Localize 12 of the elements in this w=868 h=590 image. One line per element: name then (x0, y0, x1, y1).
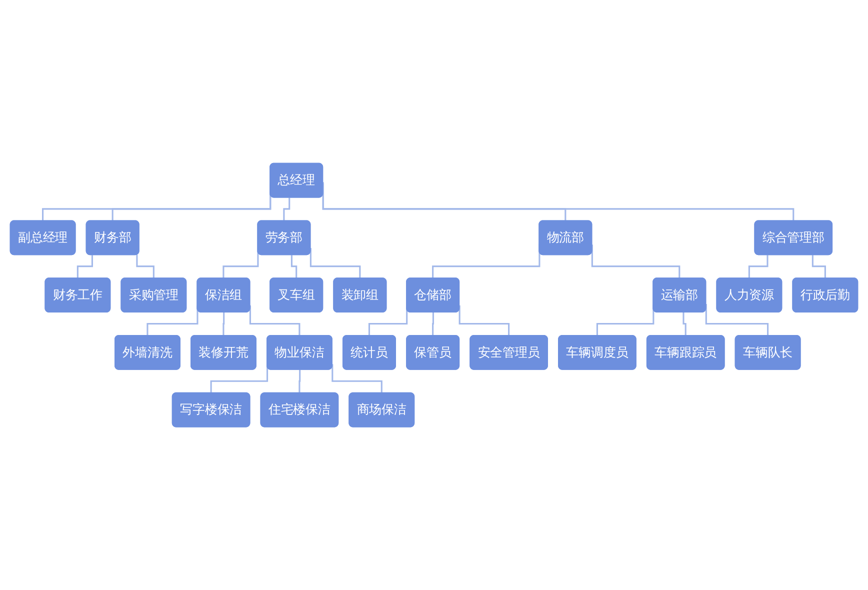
connector (136, 254, 155, 280)
connector (332, 364, 383, 394)
connector (283, 198, 290, 222)
connector (76, 255, 93, 280)
connector (222, 250, 259, 280)
connector (812, 255, 826, 280)
connector (748, 255, 768, 280)
connector (298, 370, 301, 394)
connector (290, 255, 298, 280)
connector (682, 312, 687, 336)
connector (432, 312, 434, 336)
connector (222, 312, 225, 336)
